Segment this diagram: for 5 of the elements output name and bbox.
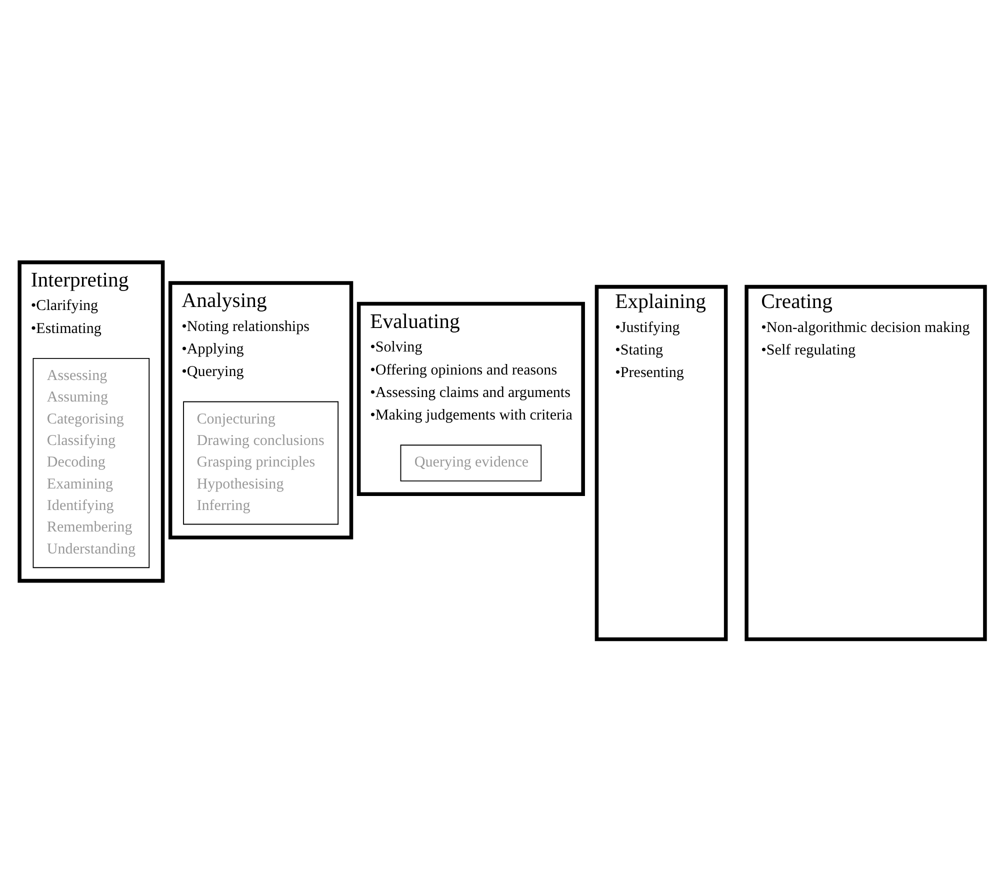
node-box: Conjecturing Drawing conclusions Grasping principles Hypothesising Inferring: [183, 400, 339, 524]
node-box: Explaining •Justifying •Stating •Presenting: [594, 284, 728, 641]
node-box: Assessing Assuming Categorising Classifying Decoding Examining Identifying Remembering Understanding: [32, 357, 150, 568]
node-box: Creating •Non-algorithmic decision making •Self regulating: [744, 284, 987, 641]
node-box: Querying evidence: [400, 444, 542, 481]
